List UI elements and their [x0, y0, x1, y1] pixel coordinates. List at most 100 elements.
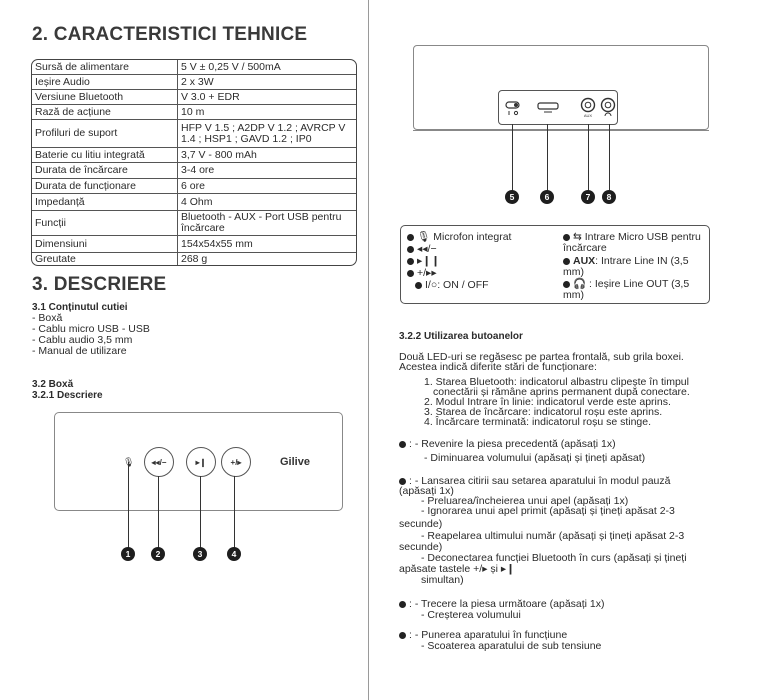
previous-volume-down-button: ◂◂/− — [144, 447, 174, 477]
legend-item-play-pause: ▸❙❙ — [407, 256, 440, 267]
bullet-6-icon — [563, 233, 570, 241]
legend-item-line-out: 🎧 : Ieșire Line OUT (3,5 mm) — [563, 278, 690, 301]
headphone-icon: 🎧 — [573, 278, 587, 290]
line-out-port-icon — [600, 97, 616, 117]
spec-value: 5 V ± 0,25 V / 500mA — [181, 60, 281, 73]
next-volume-up-button: +/▸ — [221, 447, 251, 477]
speaker-heading: 3.2 Boxă — [32, 379, 74, 390]
button2-desc: : - Revenire la piesa precedentă (apăsaț… — [399, 439, 715, 450]
section-title-description: 3. DESCRIERE — [32, 274, 167, 295]
bullet-5-icon — [415, 281, 422, 289]
callout-line — [200, 476, 202, 550]
bullet-2-icon — [399, 440, 406, 448]
box-item: - Boxă — [32, 312, 63, 324]
spec-key: Durata de încărcare — [32, 163, 178, 178]
bullet-5-icon — [399, 631, 406, 639]
section-title-specs: 2. CARACTERISTICI TEHNICE — [32, 24, 308, 45]
spec-value: 6 ore — [181, 179, 205, 192]
spec-value: V 3.0 + EDR — [181, 90, 240, 103]
aux-in-port-icon: AUX — [580, 97, 596, 118]
spec-key: Profiluri de suport — [32, 120, 178, 147]
bullet-3-icon — [399, 477, 406, 485]
button5-desc: - Scoaterea aparatului de sub tensiune — [421, 640, 602, 652]
box-item: - Cablu micro USB - USB — [32, 323, 150, 335]
callout-line — [609, 124, 611, 192]
callout-line — [588, 124, 590, 192]
spec-key: Ieșire Audio — [32, 75, 178, 89]
led-state: 3. Starea de încărcare: indicatorul roșu… — [424, 406, 663, 418]
spec-key: Greutate — [32, 253, 178, 265]
button3-desc: secunde) — [399, 541, 443, 553]
spec-key: Funcții — [32, 211, 178, 235]
button3-desc: secunde) — [399, 518, 443, 530]
bullet-4-icon — [407, 269, 414, 277]
column-divider — [368, 0, 369, 700]
led-state: 1. Starea Bluetooth: indicatorul albastr… — [424, 376, 689, 388]
button3-desc: - Deconectarea funcției Bluetooth în cur… — [421, 552, 687, 564]
number-badge: 3 — [193, 547, 207, 561]
button3-desc: (apăsați 1x) — [399, 485, 454, 497]
legend-item-next: +/▸▸ — [407, 268, 437, 279]
spec-value: 268 g — [181, 252, 208, 265]
spec-key: Sursă de alimentare — [32, 60, 178, 74]
bullet-1-icon — [407, 233, 414, 241]
spec-value: 2 x 3W — [181, 75, 214, 88]
spec-value: 3-4 ore — [181, 164, 215, 176]
callout-line — [547, 124, 549, 192]
description-heading: 3.2.1 Descriere — [32, 390, 103, 401]
legend-item-aux: AUX: Intrare Line IN (3,5 mm) — [563, 255, 689, 278]
button4-desc: : - Trecere la piesa următoare (apăsați … — [399, 599, 715, 610]
power-switch-icon — [505, 101, 520, 116]
bullet-4-icon — [399, 600, 406, 608]
number-badge: 2 — [151, 547, 165, 561]
intro-text: Acestea indică diferite stări de funcțio… — [399, 361, 597, 373]
power-switch-icon: I/○ — [425, 279, 438, 291]
led-state: 4. Încărcare terminată: indicatorul roșu… — [424, 416, 652, 428]
legend-item-usb: ⇆ Intrare Micro USB pentru încărcare — [563, 231, 701, 254]
brand-logo: Gilive — [280, 456, 310, 468]
speaker-back-illustration — [413, 45, 709, 130]
usb-icon: ⇆ — [573, 231, 582, 243]
spec-key: Versiune Bluetooth — [32, 90, 178, 104]
spec-value: 3,7 V - 800 mAh — [181, 148, 257, 161]
intro-text: Două LED-uri se regăsesc pe partea front… — [399, 351, 684, 363]
next-volume-up-icon: +/▸ — [473, 563, 488, 575]
number-badge: 5 — [505, 190, 519, 204]
callout-line — [128, 462, 130, 550]
legend-item-microphone: 🎙 Microfon integrat — [407, 232, 511, 243]
spec-key: Dimensiuni — [32, 236, 178, 252]
button3-desc: - Ignorarea unui apel primit (apăsați și… — [421, 505, 675, 517]
button2-desc: - Diminuarea volumului (apăsați și țineț… — [424, 452, 646, 464]
microphone-icon: 🎙 — [417, 231, 431, 243]
button3-desc: apăsate tastele +/▸ și ▸❙ — [399, 563, 515, 575]
number-badge: 4 — [227, 547, 241, 561]
speaker-front-illustration: 🎙 ◂◂/− ▸❙ +/▸ Gilive — [54, 412, 343, 511]
number-badge: 8 — [602, 190, 616, 204]
micro-usb-port-icon — [537, 102, 559, 113]
button3-desc: - Preluarea/încheierea unui apel (apăsaț… — [421, 495, 629, 507]
callout-line — [158, 476, 160, 550]
spec-value: 154x54x55 mm — [181, 237, 253, 250]
box-item: - Manual de utilizare — [32, 345, 127, 357]
spec-key: Durata de funcționare — [32, 179, 178, 193]
box-contents-heading: 3.1 Conținutul cutiei — [32, 302, 128, 313]
spec-value: 10 m — [181, 105, 205, 118]
number-badge: 6 — [540, 190, 554, 204]
bullet-2-icon — [407, 245, 414, 253]
spec-value: Bluetooth - AUX - Port USB pentru încărc… — [181, 211, 342, 234]
button4-desc: - Creșterea volumului — [421, 609, 521, 621]
callout-line — [512, 124, 514, 192]
spec-value: 4 Ohm — [181, 195, 213, 208]
